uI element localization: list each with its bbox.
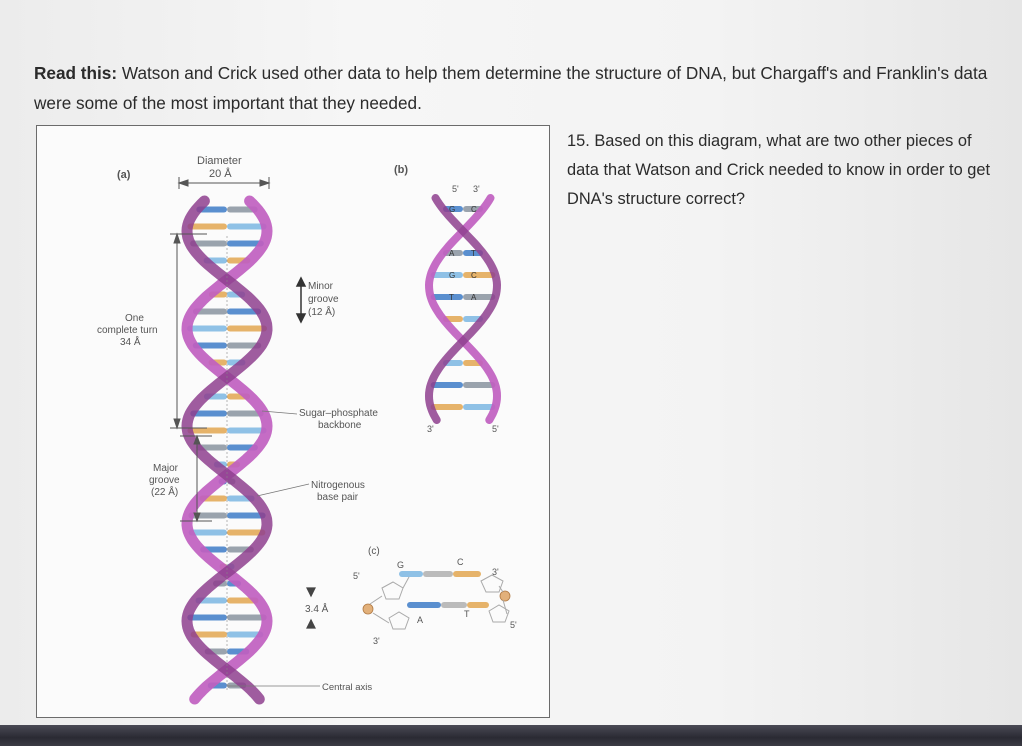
c-3-right-label: 3' <box>492 567 499 577</box>
sugar-phosphate-strand <box>424 194 502 424</box>
monitor-bezel <box>0 725 1022 746</box>
base-left <box>187 325 227 332</box>
c-base-g: G <box>397 560 404 570</box>
base-left <box>190 410 227 417</box>
c-base-t: T <box>464 609 470 619</box>
intro-paragraph: Read this: Watson and Crick used other d… <box>34 58 994 118</box>
base-left <box>430 404 463 410</box>
base-right <box>227 342 262 349</box>
base-left <box>430 294 463 300</box>
base-left <box>188 529 227 536</box>
base-pair-detail-c <box>362 571 511 630</box>
base-right <box>227 308 262 315</box>
panel-b-label: (b) <box>394 164 408 176</box>
rise-marker <box>306 587 316 629</box>
base-pair-label-2: base pair <box>317 492 359 503</box>
major-groove-label-1: Major <box>153 463 179 474</box>
diameter-arrow <box>177 177 271 189</box>
minor-groove-label-1: Minor <box>308 281 334 292</box>
panel-c-label: (c) <box>368 546 380 557</box>
sugar-phosphate-strand <box>424 194 502 424</box>
base-right <box>463 404 496 410</box>
base-letter: G <box>449 205 455 214</box>
backbone-label-1: Sugar–phosphate <box>299 408 378 419</box>
sugar-phosphate-strand <box>181 195 273 705</box>
diameter-value: 20 Å <box>209 167 232 180</box>
base-letter: C <box>471 205 477 214</box>
dna-figure: (a) (b) (c) Diameter 20 Å One <box>36 125 550 718</box>
major-groove-arrow <box>180 434 212 523</box>
minor-groove-label-3: (12 Å) <box>308 305 335 318</box>
base-left <box>187 614 227 621</box>
base-letter: C <box>471 271 477 280</box>
double-helix-a <box>181 195 273 705</box>
base-letter: T <box>471 249 476 258</box>
base-right <box>227 631 264 638</box>
base-letter: A <box>471 293 477 302</box>
complete-turn-arrow <box>170 232 207 430</box>
base-left <box>187 223 227 230</box>
base-left <box>192 342 227 349</box>
base-right <box>227 614 267 621</box>
c-3-bottom-label: 3' <box>373 636 380 646</box>
panel-a-label: (a) <box>117 169 131 181</box>
base-right <box>463 272 496 278</box>
phosphate-right <box>499 590 511 602</box>
b-top-3-label: 3' <box>473 184 480 194</box>
c-5-left-label: 5' <box>353 571 360 581</box>
backbone-label-2: backbone <box>318 420 362 431</box>
gc-pair <box>381 571 504 600</box>
base-right <box>227 325 267 332</box>
turn-label-1: One <box>125 313 144 324</box>
base-left <box>430 272 463 278</box>
b-bottom-5-label: 5' <box>492 424 499 434</box>
base-left <box>190 631 227 638</box>
backbone-leader <box>261 410 298 415</box>
b-bottom-3-label: 3' <box>427 424 434 434</box>
turn-label-3: 34 Å <box>120 335 141 348</box>
base-left <box>190 240 227 247</box>
question-15: 15. Based on this diagram, what are two … <box>567 132 991 208</box>
at-pair <box>388 602 510 630</box>
double-helix-b: G C A T G C T A <box>424 194 502 424</box>
major-groove-label-2: groove <box>149 475 180 486</box>
base-left <box>187 427 227 434</box>
base-right <box>227 529 266 536</box>
base-letter: T <box>449 293 454 302</box>
b-top-5-label: 5' <box>452 184 459 194</box>
intro-text: Watson and Crick used other data to help… <box>34 63 988 113</box>
base-pair-label-1: Nitrogenous <box>311 480 365 491</box>
sugar-phosphate-strand <box>181 195 273 705</box>
base-left <box>192 308 227 315</box>
base-right <box>463 382 496 388</box>
dna-diagram: (a) (b) (c) Diameter 20 Å One <box>97 155 517 705</box>
c-base-a: A <box>417 615 423 625</box>
base-right <box>227 223 267 230</box>
minor-groove-label-2: groove <box>308 294 339 305</box>
base-right <box>463 294 496 300</box>
diameter-label: Diameter <box>197 155 242 167</box>
base-letter: A <box>449 249 455 258</box>
minor-groove-marker <box>295 276 307 324</box>
base-right <box>227 410 264 417</box>
base-pair-leader <box>256 483 310 497</box>
major-groove-label-3: (22 Å) <box>151 485 178 498</box>
c-5-right-label: 5' <box>510 620 517 630</box>
central-axis-label: Central axis <box>322 682 372 693</box>
base-right <box>227 427 267 434</box>
c-base-c: C <box>457 557 464 567</box>
rise-label: 3.4 Å <box>305 602 329 615</box>
base-right <box>227 240 264 247</box>
turn-label-2: complete turn <box>97 325 158 336</box>
base-letter: G <box>449 271 455 280</box>
phosphate-left <box>362 603 374 615</box>
intro-lead: Read this: <box>34 63 118 83</box>
base-left <box>430 382 463 388</box>
base-right <box>227 512 266 519</box>
